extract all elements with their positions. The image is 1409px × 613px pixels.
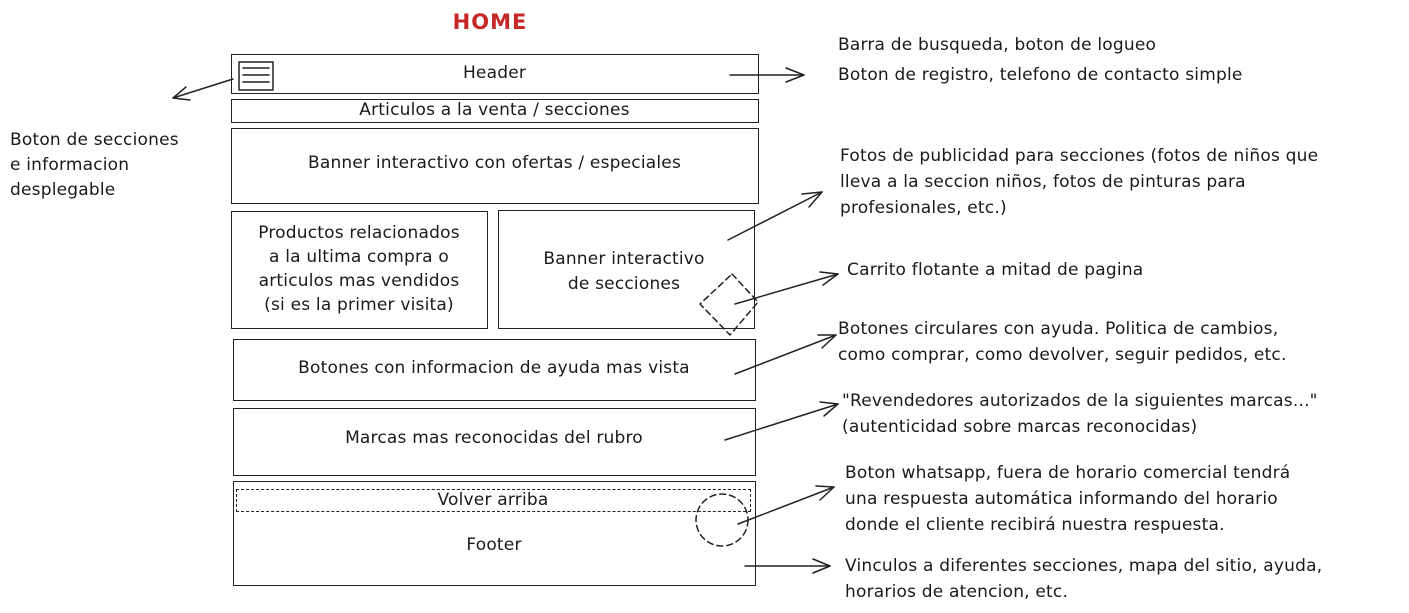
note-whatsapp: Boton whatsapp, fuera de horario comerci… [845, 463, 1291, 535]
hamburger-menu-icon [238, 61, 274, 91]
sections-banner-label: Banner interactivo de secciones [543, 249, 705, 294]
brands-box: Marcas mas reconocidas del rubro [233, 408, 756, 476]
sections-banner-box: Banner interactivo de secciones [498, 210, 755, 329]
brands-label: Marcas mas reconocidas del rubro [345, 428, 643, 448]
sections-nav-label: Articulos a la venta / secciones [359, 100, 630, 120]
arrow-menu-note [172, 78, 234, 101]
header-label: Header [462, 63, 527, 83]
note-floating-cart: Carrito flotante a mitad de pagina [847, 260, 1144, 280]
whatsapp-button-circle [695, 493, 749, 547]
note-footer-links: Vinculos a diferentes secciones, mapa de… [845, 556, 1323, 602]
footer-box: Footer [233, 481, 756, 586]
note-header-line2: Boton de registro, telefono de contacto … [838, 65, 1243, 85]
back-to-top-bar: Volver arriba [236, 489, 751, 512]
sections-nav-box: Articulos a la venta / secciones [231, 99, 759, 123]
help-buttons-label: Botones con informacion de ayuda mas vis… [298, 358, 690, 378]
back-to-top-label: Volver arriba [437, 490, 549, 510]
arrow-help-circles [734, 334, 837, 375]
note-brands: "Revendedores autorizados de la siguient… [842, 391, 1318, 437]
floating-cart-diamond [699, 273, 759, 336]
note-help-circles: Botones circulares con ayuda. Politica d… [838, 319, 1287, 365]
arrow-footer-links [744, 558, 831, 574]
header-box: Header [231, 54, 759, 94]
arrow-header-note [729, 67, 805, 83]
arrow-section-photos [727, 191, 823, 241]
offers-banner-box: Banner interactivo con ofertas / especia… [231, 128, 759, 204]
arrow-floating-cart [734, 271, 839, 305]
offers-banner-label: Banner interactivo con ofertas / especia… [307, 153, 682, 173]
note-section-photos: Fotos de publicidad para secciones (foto… [840, 146, 1319, 218]
arrow-whatsapp [737, 485, 835, 525]
related-products-box: Productos relacionados a la ultima compr… [231, 211, 488, 329]
help-buttons-box: Botones con informacion de ayuda mas vis… [233, 339, 756, 401]
page-title: HOME [452, 10, 528, 34]
note-header-line1: Barra de busqueda, boton de logueo [838, 35, 1157, 55]
arrow-brands [724, 401, 839, 441]
note-menu-button: Boton de secciones e informacion despleg… [10, 130, 179, 200]
related-products-label: Productos relacionados a la ultima compr… [258, 223, 460, 315]
footer-label: Footer [466, 535, 522, 555]
